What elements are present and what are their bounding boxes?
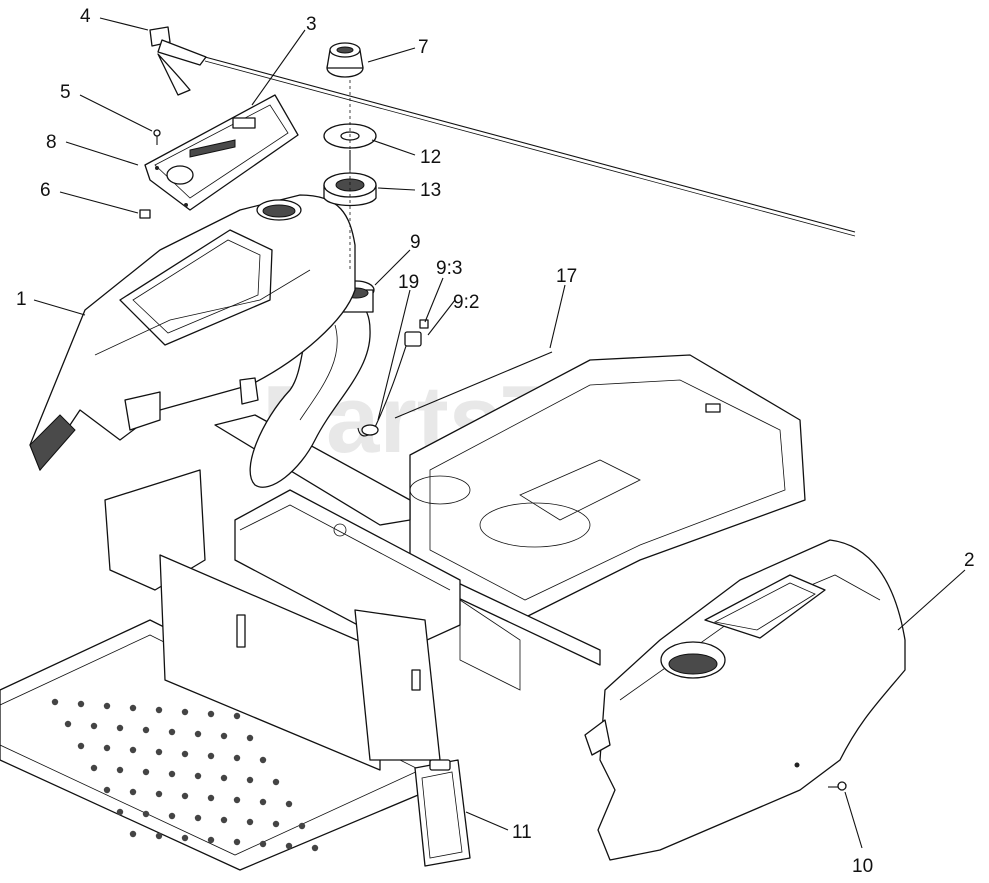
callout-1: 1 bbox=[16, 289, 27, 310]
choke-rod bbox=[394, 351, 553, 419]
floor-hole bbox=[142, 810, 150, 818]
floor-pan-holes bbox=[51, 698, 319, 852]
floor-hole bbox=[90, 764, 98, 772]
callout-2: 2 bbox=[964, 550, 975, 571]
floor-hole bbox=[116, 808, 124, 816]
floor-hole bbox=[220, 816, 228, 824]
floor-hole bbox=[220, 774, 228, 782]
floor-hole bbox=[207, 710, 215, 718]
callout-12: 12 bbox=[420, 147, 441, 168]
floor-hole bbox=[298, 822, 306, 830]
control-panel[interactable] bbox=[144, 94, 299, 211]
floor-hole bbox=[116, 724, 124, 732]
floor-hole bbox=[103, 744, 111, 752]
callout-7: 7 bbox=[418, 37, 429, 58]
floor-hole bbox=[207, 752, 215, 760]
callout-13: 13 bbox=[420, 180, 441, 201]
floor-hole bbox=[129, 704, 137, 712]
callout-9-3: 9:3 bbox=[436, 258, 462, 279]
floor-hole bbox=[181, 750, 189, 758]
floor-hole bbox=[272, 820, 280, 828]
callouts: 4 3 5 8 6 1 7 12 13 9 9:3 9:2 19 17 2 11… bbox=[16, 6, 975, 877]
left-fender[interactable] bbox=[29, 194, 356, 471]
floor-hole bbox=[168, 728, 176, 736]
floor-pan bbox=[0, 619, 431, 871]
floor-hole bbox=[194, 772, 202, 780]
floor-hole bbox=[181, 792, 189, 800]
floor-hole bbox=[259, 840, 267, 848]
floor-hole bbox=[246, 818, 254, 826]
callout-9: 9 bbox=[410, 232, 421, 253]
fuel-sender bbox=[404, 319, 429, 347]
floor-hole bbox=[207, 794, 215, 802]
callout-5: 5 bbox=[60, 82, 71, 103]
floor-hole bbox=[233, 712, 241, 720]
fender-screw bbox=[828, 781, 847, 791]
throttle-rod bbox=[204, 56, 856, 233]
right-fender[interactable] bbox=[584, 539, 906, 861]
floor-hole bbox=[90, 722, 98, 730]
callout-6: 6 bbox=[40, 180, 51, 201]
floor-hole bbox=[116, 766, 124, 774]
floor-hole bbox=[103, 786, 111, 794]
seat-mount-bracket bbox=[104, 469, 441, 771]
floor-hole bbox=[168, 770, 176, 778]
floor-hole bbox=[259, 756, 267, 764]
callout-8: 8 bbox=[46, 132, 57, 153]
screw bbox=[153, 129, 161, 145]
callout-3: 3 bbox=[306, 14, 317, 35]
callout-4: 4 bbox=[80, 6, 91, 27]
floor-hole bbox=[246, 776, 254, 784]
floor-hole bbox=[233, 754, 241, 762]
battery-tray bbox=[234, 489, 461, 651]
callout-10: 10 bbox=[852, 856, 873, 877]
callout-19: 19 bbox=[398, 272, 419, 293]
floor-hole bbox=[129, 830, 137, 838]
floor-hole bbox=[311, 844, 319, 852]
floor-hole bbox=[246, 734, 254, 742]
floor-hole bbox=[142, 768, 150, 776]
floor-hole bbox=[233, 796, 241, 804]
floor-hole bbox=[129, 788, 137, 796]
floor-hole bbox=[155, 748, 163, 756]
floor-hole bbox=[181, 834, 189, 842]
callout-9-2: 9:2 bbox=[453, 292, 479, 313]
floor-hole bbox=[194, 814, 202, 822]
leader-lines bbox=[33, 17, 966, 849]
floor-hole bbox=[220, 732, 228, 740]
floor-hole bbox=[285, 800, 293, 808]
floor-hole bbox=[168, 812, 176, 820]
floor-hole bbox=[51, 698, 59, 706]
floor-hole bbox=[181, 708, 189, 716]
floor-hole bbox=[103, 702, 111, 710]
floor-hole bbox=[194, 730, 202, 738]
floor-hole bbox=[272, 778, 280, 786]
floor-hole bbox=[77, 700, 85, 708]
floor-hole bbox=[142, 726, 150, 734]
fuel-line-clamp bbox=[361, 424, 379, 436]
callout-11: 11 bbox=[512, 822, 532, 843]
floor-hole bbox=[285, 842, 293, 850]
floor-hole bbox=[155, 790, 163, 798]
floor-hole bbox=[155, 706, 163, 714]
callout-17: 17 bbox=[556, 266, 577, 287]
floor-hole bbox=[155, 832, 163, 840]
cup-holder-insert[interactable] bbox=[414, 759, 471, 867]
throttle-rod-2 bbox=[204, 60, 856, 237]
fuel-cap[interactable] bbox=[326, 42, 364, 78]
floor-hole bbox=[259, 798, 267, 806]
floor-hole bbox=[77, 742, 85, 750]
floor-hole bbox=[233, 838, 241, 846]
throttle-lever[interactable] bbox=[149, 26, 207, 96]
fuel-line bbox=[357, 339, 409, 437]
speed-nut bbox=[139, 209, 151, 219]
floor-hole bbox=[64, 720, 72, 728]
floor-hole bbox=[129, 746, 137, 754]
floor-hole bbox=[207, 836, 215, 844]
